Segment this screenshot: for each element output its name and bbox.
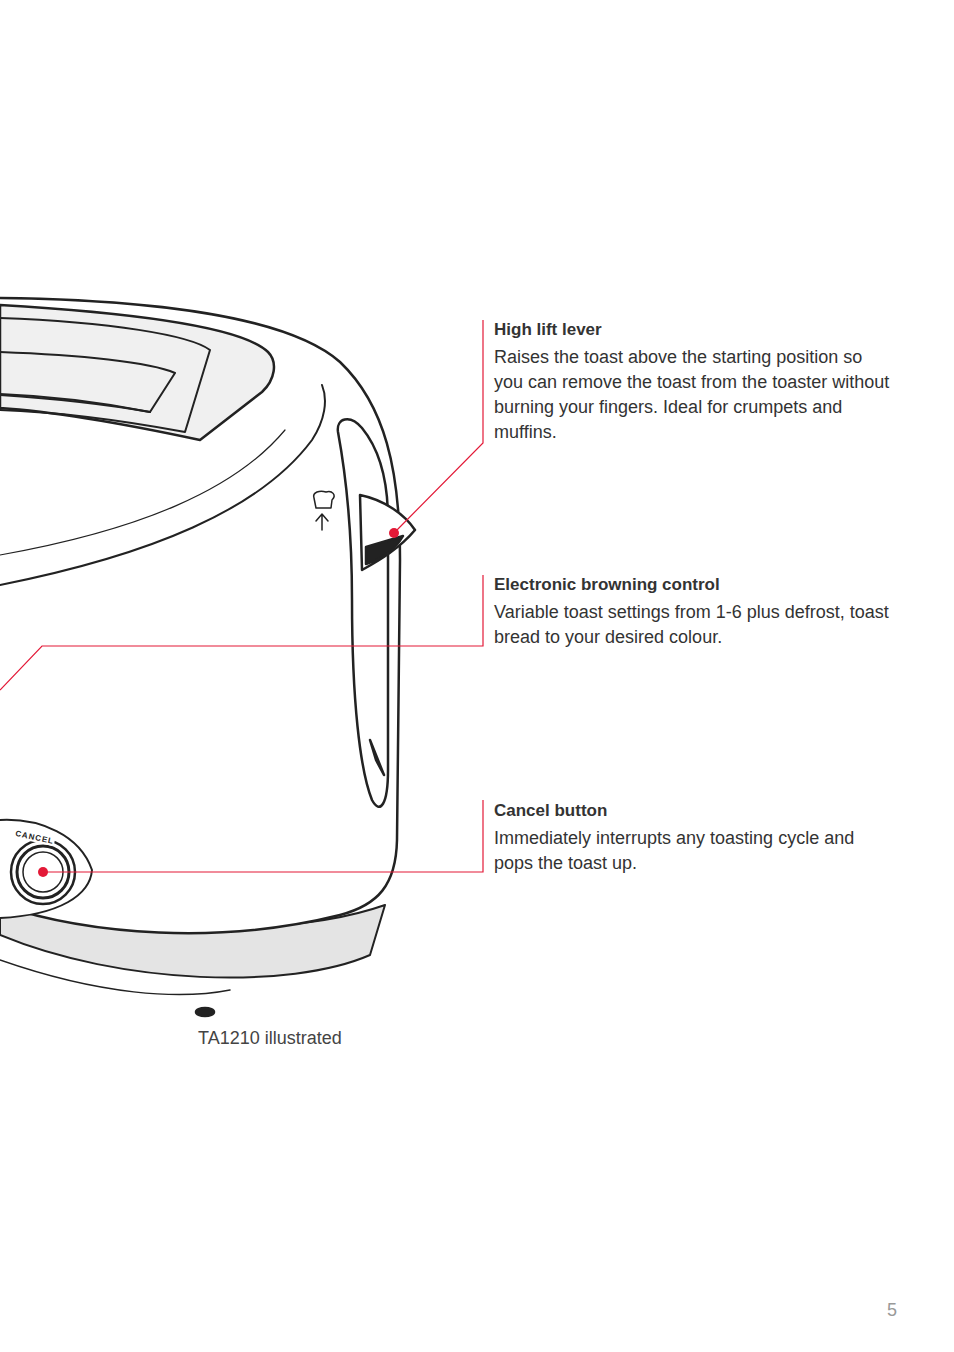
part-description: Immediately interrupts any toasting cycl… [494, 826, 894, 876]
part-heading: Cancel button [494, 799, 607, 823]
part-description: Variable toast settings from 1-6 plus de… [494, 600, 894, 650]
page-number: 5 [887, 1300, 897, 1321]
model-caption: TA1210 illustrated [198, 1028, 342, 1049]
part-description: Raises the toast above the starting posi… [494, 345, 894, 445]
part-heading: High lift lever [494, 318, 602, 342]
part-heading: Electronic browning control [494, 573, 720, 597]
